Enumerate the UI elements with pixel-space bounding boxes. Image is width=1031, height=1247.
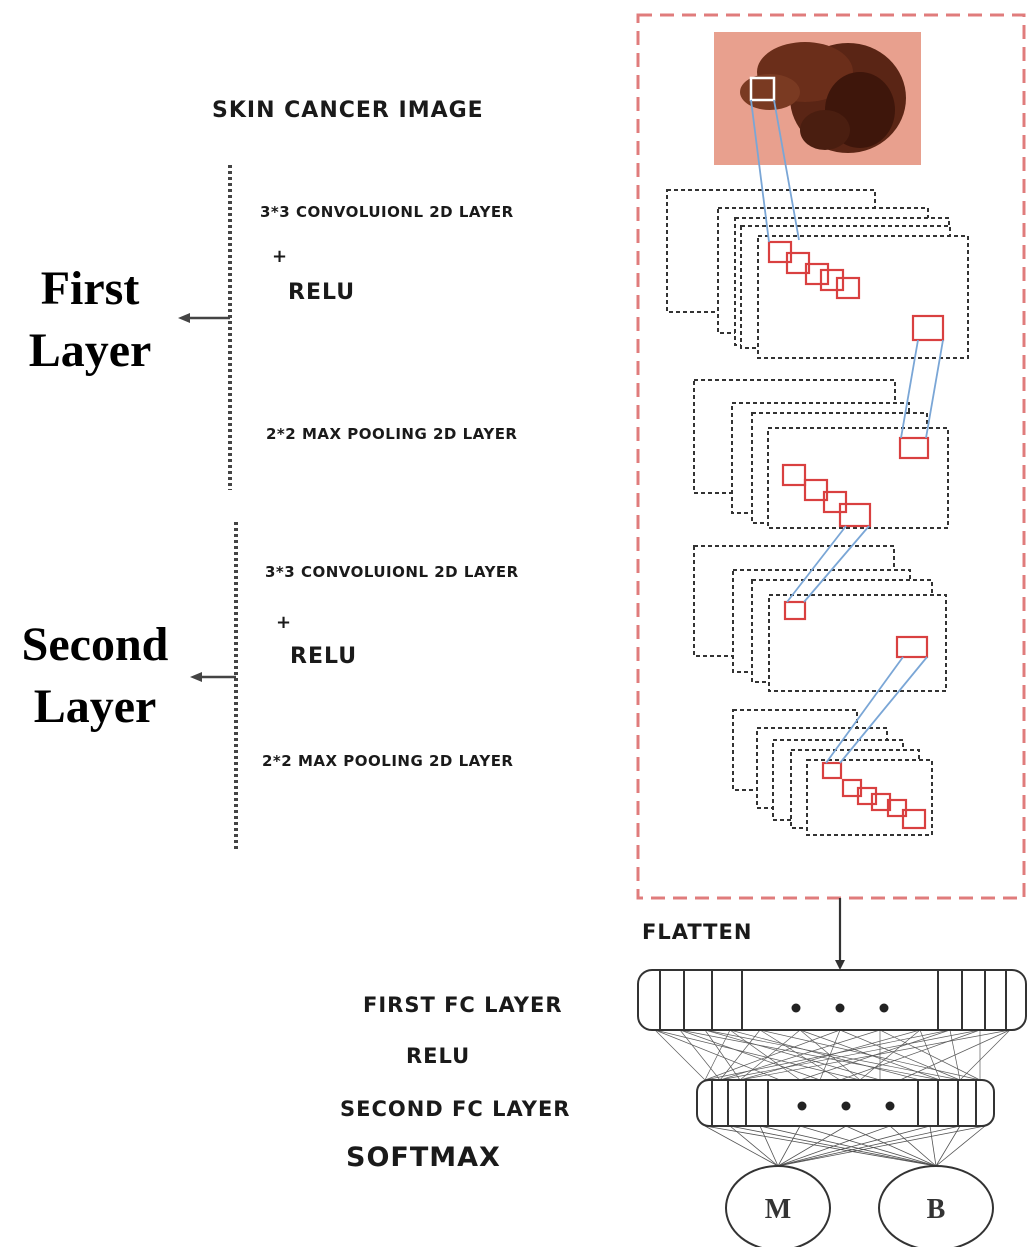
output-node-b: B — [879, 1166, 993, 1247]
fc1-to-fc2-connections — [655, 1030, 1010, 1080]
skin-lesion-image — [714, 32, 921, 165]
layer1-bracket — [178, 165, 230, 490]
output-node-b-label: B — [927, 1194, 946, 1225]
layer2-bracket — [190, 522, 236, 850]
fc2-to-output-connections — [705, 1126, 985, 1166]
feature-map-stack-2 — [694, 380, 948, 528]
flatten-arrow — [835, 898, 845, 970]
feature-map-stack-3 — [694, 546, 946, 691]
fc1-layer-block — [638, 970, 1026, 1030]
feature-map-stack-1 — [667, 190, 968, 358]
output-node-m: M — [726, 1166, 830, 1247]
output-node-m-label: M — [765, 1194, 791, 1225]
